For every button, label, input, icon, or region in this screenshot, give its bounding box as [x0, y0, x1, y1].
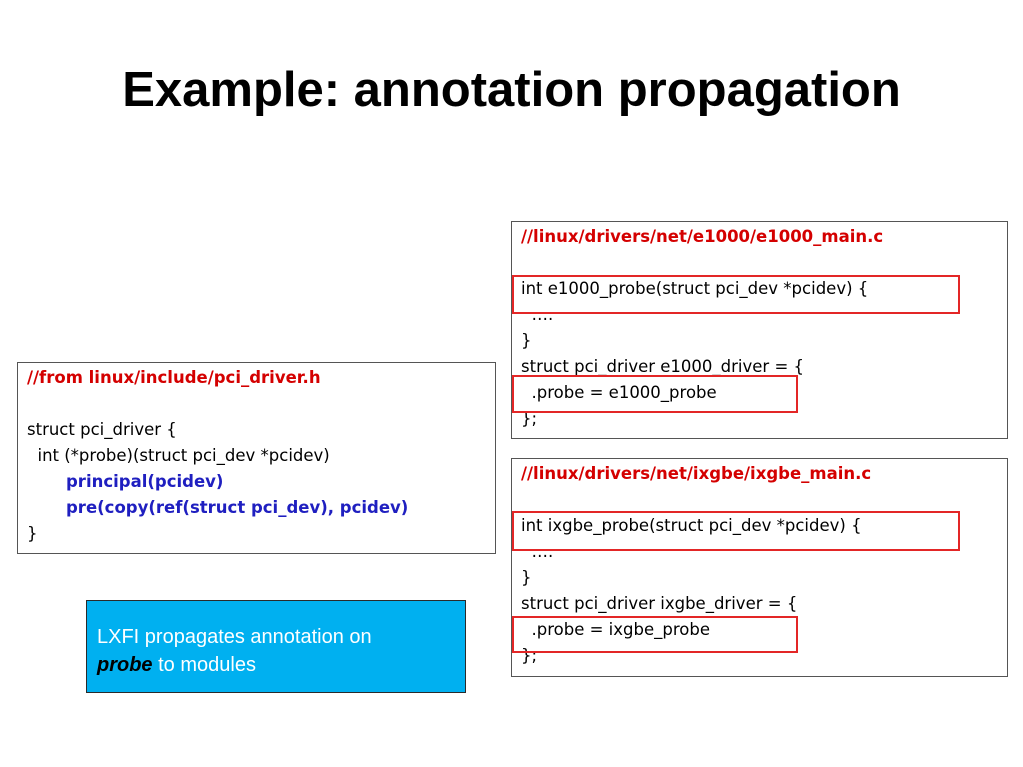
- code-line: .probe = ixgbe_probe: [521, 620, 710, 639]
- code-line: };: [521, 646, 538, 665]
- highlight-e1000-signature: [512, 275, 960, 314]
- code-line: ….: [521, 305, 554, 324]
- note-line-2-rest: to modules: [152, 654, 256, 676]
- code-line: }: [521, 331, 532, 350]
- code-line: ….: [521, 542, 554, 561]
- header-code-box: //from linux/include/pci_driver.h struct…: [17, 362, 496, 554]
- highlight-ixgbe-probe-assign: [512, 616, 798, 653]
- note-line-2: probe to modules: [97, 651, 465, 679]
- code-line: int (*probe)(struct pci_dev *pcidev): [27, 446, 330, 465]
- blank-line: [27, 391, 495, 417]
- highlight-ixgbe-signature: [512, 511, 960, 551]
- blank-line: [521, 250, 1007, 276]
- note-emphasis: probe: [97, 654, 153, 676]
- ixgbe-comment: //linux/drivers/net/ixgbe/ixgbe_main.c: [521, 464, 872, 483]
- e1000-comment: //linux/drivers/net/e1000/e1000_main.c: [521, 227, 884, 246]
- code-line: }: [27, 524, 38, 543]
- code-line: int e1000_probe(struct pci_dev *pcidev) …: [521, 279, 869, 298]
- annotation-line: principal(pcidev): [66, 472, 224, 491]
- code-line: }: [521, 568, 532, 587]
- e1000-code-box: //linux/drivers/net/e1000/e1000_main.c i…: [511, 221, 1008, 439]
- code-line: struct pci_driver e1000_driver = {: [521, 357, 805, 376]
- code-line: int ixgbe_probe(struct pci_dev *pcidev) …: [521, 516, 862, 535]
- note-line-1: LXFI propagates annotation on: [97, 626, 372, 648]
- ixgbe-code-box: //linux/drivers/net/ixgbe/ixgbe_main.c i…: [511, 458, 1008, 677]
- highlight-e1000-probe-assign: [512, 375, 798, 413]
- code-line: struct pci_driver {: [27, 420, 177, 439]
- blank-line: [521, 487, 1007, 513]
- header-comment: //from linux/include/pci_driver.h: [27, 368, 321, 387]
- code-line: struct pci_driver ixgbe_driver = {: [521, 594, 798, 613]
- code-line: };: [521, 409, 538, 428]
- propagation-note: LXFI propagates annotation on probe to m…: [86, 600, 466, 693]
- annotation-line: pre(copy(ref(struct pci_dev), pcidev): [66, 498, 409, 517]
- code-line: .probe = e1000_probe: [521, 383, 717, 402]
- slide-title: Example: annotation propagation: [122, 63, 901, 117]
